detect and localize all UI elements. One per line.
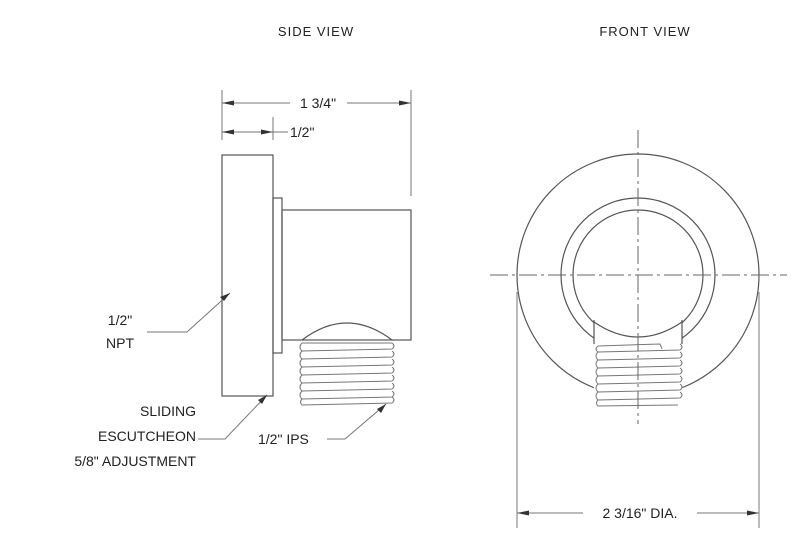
escutcheon-line3: 5/8" ADJUSTMENT: [74, 453, 196, 469]
ips-callout: 1/2" IPS: [258, 403, 387, 447]
side-threads: [299, 342, 395, 406]
ips-label: 1/2" IPS: [258, 431, 309, 447]
escutcheon-line2: ESCUTCHEON: [98, 428, 196, 444]
front-view-title: FRONT VIEW: [599, 24, 690, 39]
outlet-dome: [301, 322, 393, 341]
escutcheon-callout: SLIDING ESCUTCHEON 5/8" ADJUSTMENT: [74, 394, 268, 469]
elbow-body: [281, 209, 412, 341]
mounting-plate: [272, 197, 283, 354]
flange-depth-label: 1/2": [290, 124, 314, 140]
escutcheon-flange: [221, 154, 274, 397]
diameter-dimension: 2 3/16" DIA.: [516, 292, 760, 528]
escutcheon-line1: SLIDING: [140, 403, 196, 419]
front-threads: [595, 343, 683, 407]
npt-callout: 1/2" NPT: [106, 292, 231, 351]
flange-dimension: 1/2": [222, 117, 314, 140]
side-view: 1 3/4" 1/2" 1/2" NPT SLIDING ESCUTCHEON …: [74, 90, 412, 469]
npt-label: NPT: [106, 335, 134, 351]
side-view-title: SIDE VIEW: [278, 24, 354, 39]
outlet-neck: [593, 320, 683, 344]
diameter-label: 2 3/16" DIA.: [602, 505, 677, 521]
overall-depth-label: 1 3/4": [300, 95, 336, 111]
depth-dimension: 1 3/4": [221, 90, 412, 196]
npt-size-label: 1/2": [108, 312, 132, 328]
front-view: 2 3/16" DIA.: [490, 130, 787, 528]
